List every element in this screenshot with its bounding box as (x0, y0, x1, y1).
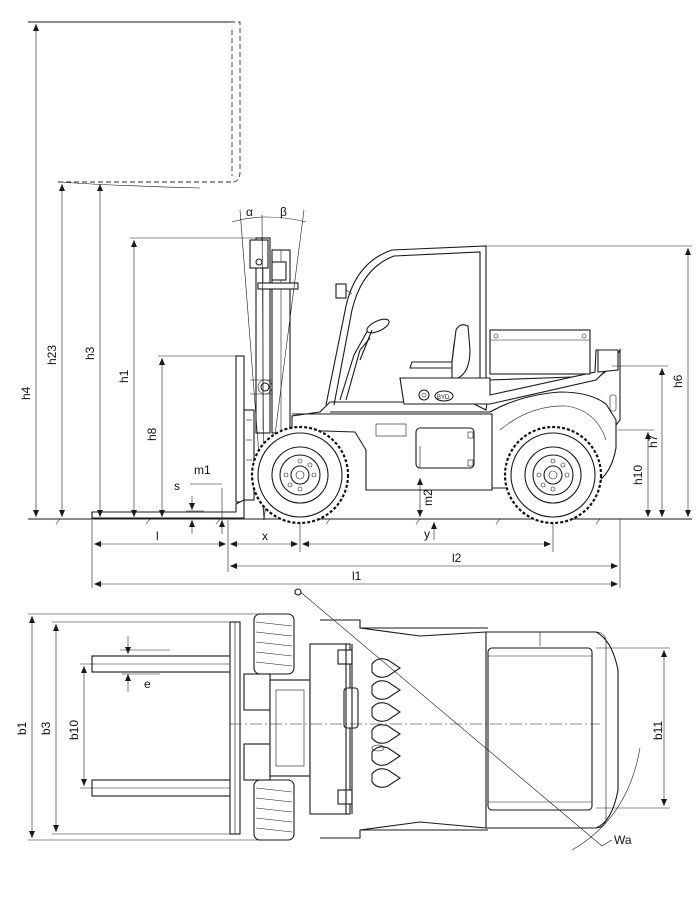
raised-carriage-outline (28, 21, 241, 189)
dim-label-l1: l1 (352, 569, 362, 583)
counterweight-top (359, 627, 619, 831)
dim-label-s: s (174, 479, 180, 493)
dim-label-h8: h8 (145, 427, 159, 441)
fork-carriage (91, 355, 255, 519)
overhead-guard-top (320, 619, 488, 839)
dim-label-h7: h7 (646, 434, 660, 448)
dim-label-beta: β (280, 205, 287, 219)
dim-label-alpha: α (246, 205, 253, 219)
turning-radius (294, 588, 641, 851)
dim-label-h10: h10 (631, 465, 645, 485)
mast-top (243, 643, 359, 815)
dim-label-y: y (424, 527, 430, 541)
dim-label-l: l (156, 529, 159, 543)
dim-label-h3: h3 (83, 346, 97, 360)
dim-label-l2: l2 (452, 551, 462, 565)
front-wheel (250, 425, 350, 525)
side-view: BYD (19, 21, 692, 588)
dim-label-m1: m1 (194, 463, 211, 477)
brand-badge: BYD (437, 395, 450, 401)
dim-label-b11: b11 (651, 721, 665, 740)
front-tires-top (253, 613, 295, 841)
rear-wheel (503, 425, 603, 525)
dim-label-b10: b10 (67, 720, 81, 740)
dim-label-x: x (262, 529, 268, 543)
dim-label-h4: h4 (19, 386, 33, 400)
top-view: b1 b3 b10 e b11 Wa (15, 588, 670, 851)
side-horizontal-dimensions (91, 519, 621, 588)
dim-label-h1: h1 (117, 369, 131, 383)
side-vertical-dimensions (33, 24, 691, 540)
forks-top (80, 649, 240, 797)
dim-label-b3: b3 (39, 721, 53, 735)
dim-label-b1: b1 (15, 721, 29, 735)
dim-label-h23: h23 (45, 345, 59, 365)
dim-label-h6: h6 (671, 374, 685, 388)
dim-label-e: e (144, 677, 151, 691)
top-dimensions (29, 616, 670, 838)
dim-label-m2: m2 (421, 489, 435, 506)
overhead-guard (325, 245, 692, 406)
dim-label-wa: Wa (614, 833, 632, 847)
